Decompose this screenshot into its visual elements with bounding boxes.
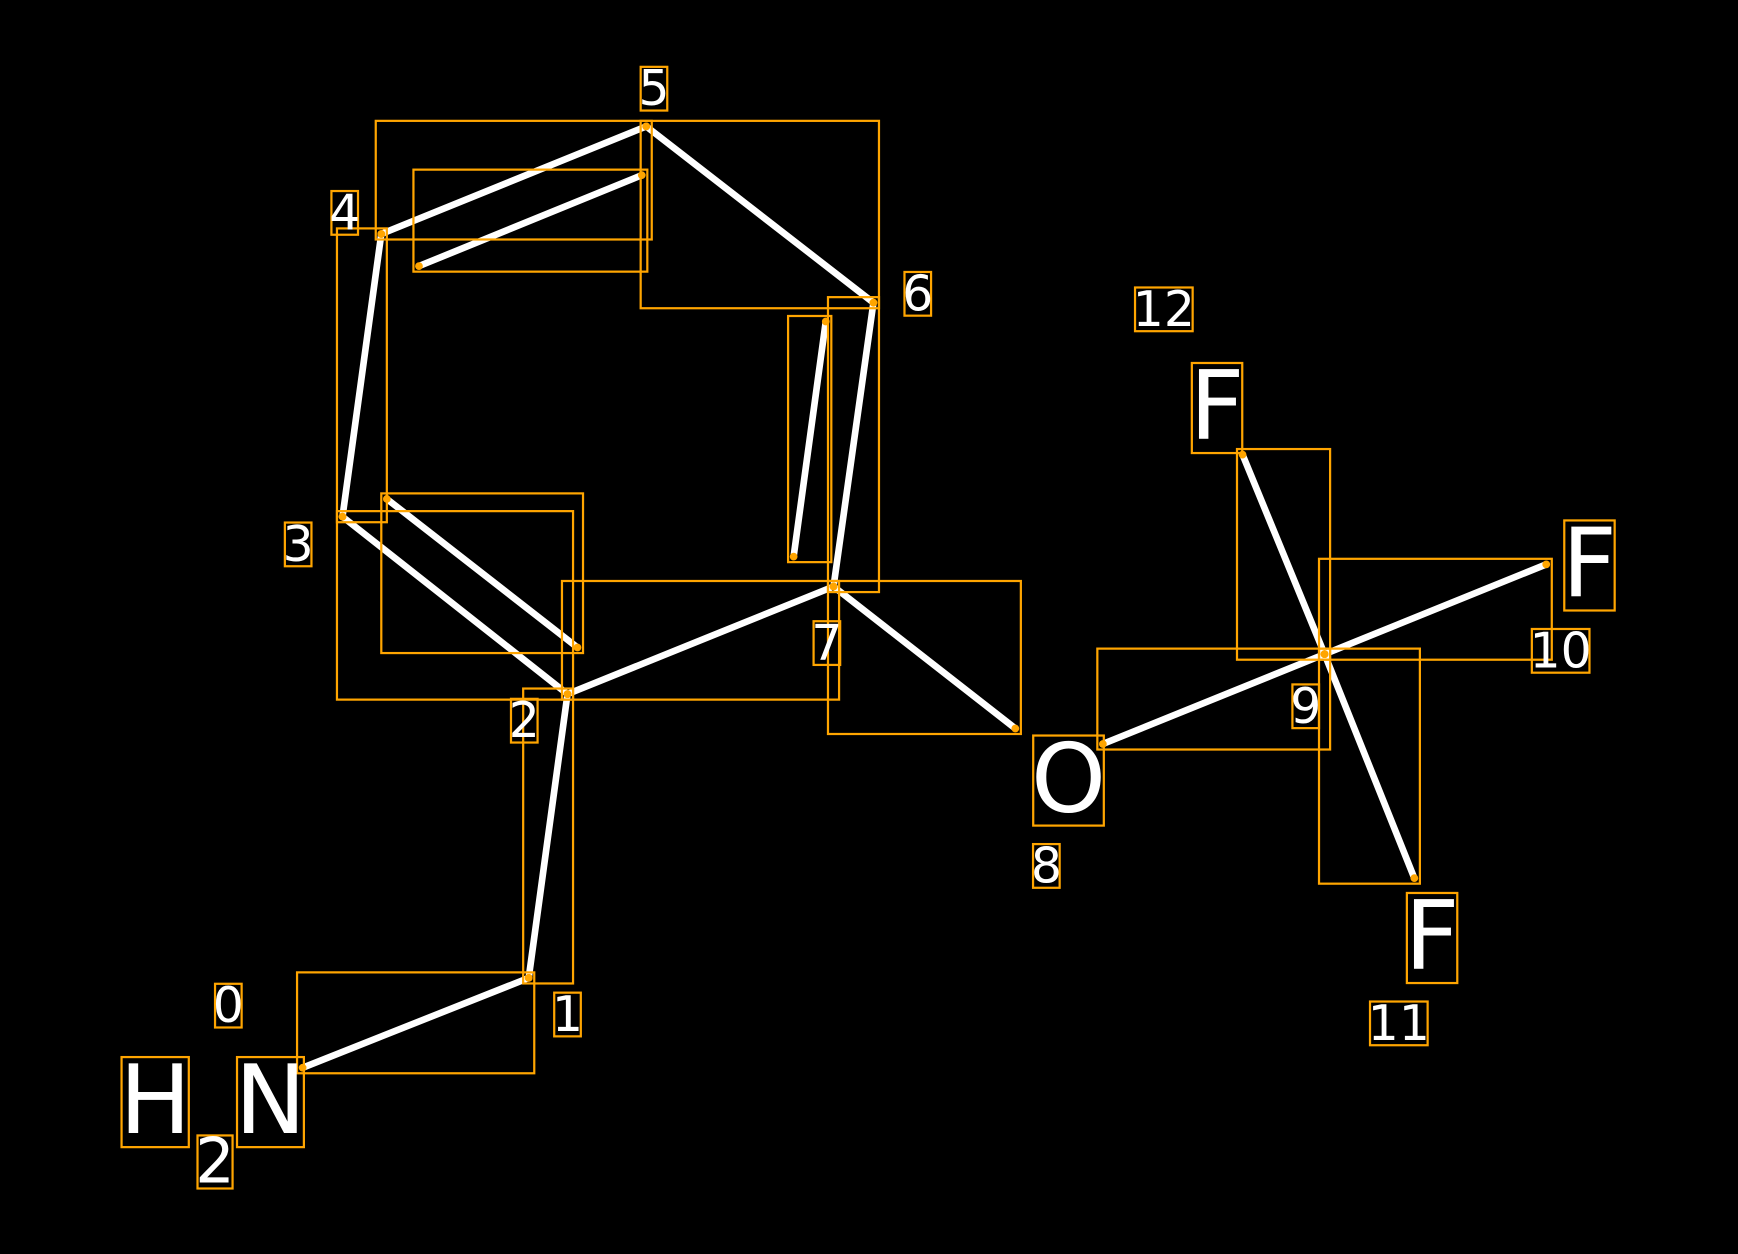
bond-bounding-box [1317, 557, 1553, 661]
bond-bounding-box [295, 971, 536, 1075]
bond-line [1239, 451, 1328, 658]
atom-index-12: 12 [1133, 281, 1195, 338]
atom-index-2: 2 [509, 692, 540, 749]
bond-bounding-box [639, 119, 881, 310]
atom-index-9: 9 [1290, 678, 1321, 735]
atom-index-5: 5 [638, 60, 669, 117]
label-bounding-box [1190, 361, 1244, 455]
bond-line [377, 123, 650, 238]
bond-endpoint [642, 122, 651, 131]
label-bounding-box [1032, 734, 1105, 827]
bond-endpoint [563, 690, 572, 698]
bond-line [339, 230, 385, 521]
atom-label-o: O [1031, 724, 1106, 834]
bond-bounding-box [335, 227, 388, 524]
bond-endpoint [829, 582, 838, 591]
bond-line [790, 318, 830, 560]
bond-line [1099, 650, 1328, 748]
label-bounding-box [509, 697, 539, 744]
bond-line [415, 171, 646, 270]
bond-endpoint [869, 298, 878, 307]
bond-bounding-box [1317, 647, 1421, 885]
bond-endpoint [415, 262, 423, 270]
bond-endpoint [377, 230, 386, 238]
label-bounding-box [639, 65, 669, 112]
label-bounding-box [1563, 519, 1616, 612]
bond-endpoint [573, 643, 582, 652]
bond-line [564, 583, 837, 698]
bond-bounding-box [1096, 647, 1332, 751]
bond-endpoint [338, 512, 347, 521]
label-bounding-box [120, 1055, 190, 1149]
label-bounding-box [196, 1134, 234, 1190]
bond-bounding-box [826, 296, 881, 594]
bond-bounding-box [412, 168, 649, 273]
atom-label-n: N [235, 1046, 306, 1156]
bonds [299, 123, 1550, 1072]
bond-bounding-box [335, 510, 575, 701]
label-bounding-box [1031, 842, 1061, 889]
label-bounding-box [213, 982, 243, 1029]
label-bounding-box [903, 270, 933, 317]
bond-endpoint [789, 552, 798, 561]
atom-label-f10: F [1562, 509, 1617, 619]
atom-label-f11: F [1405, 882, 1460, 992]
atom-label-h: H [119, 1046, 191, 1156]
label-bounding-box [1405, 891, 1459, 985]
label-bounding-box [1133, 286, 1194, 333]
atom-index-4: 4 [329, 184, 360, 241]
atom-index-1: 1 [552, 986, 583, 1043]
bond-line [525, 690, 571, 982]
bond-line [830, 299, 877, 590]
label-bounding-box [553, 991, 582, 1038]
bond-endpoint [1320, 650, 1329, 659]
bond-line [1321, 650, 1418, 882]
bond-line [1321, 561, 1550, 658]
bond-endpoint [1410, 874, 1419, 883]
bond-bounding-box [786, 314, 833, 564]
label-bounding-box [1530, 627, 1591, 674]
atom-index-3: 3 [283, 516, 314, 573]
label-bounding-box [1368, 1000, 1429, 1047]
bond-endpoint [1542, 560, 1551, 569]
bond-bounding-box [1235, 447, 1332, 661]
atom-index-10: 10 [1530, 622, 1592, 679]
bond-bounding-box [826, 579, 1022, 736]
atom-index-8: 8 [1031, 837, 1062, 894]
bond-bounding-box [374, 119, 653, 241]
label-bounding-box [235, 1055, 305, 1149]
bond-bounding-box [522, 687, 575, 985]
bond-endpoint [524, 974, 533, 982]
bond-line [830, 583, 1019, 732]
label-bounding-box [330, 189, 360, 236]
bond-line [642, 123, 877, 307]
bond-bounding-box [380, 492, 585, 655]
atom-index-6: 6 [902, 265, 933, 322]
bond-line [339, 513, 571, 698]
atom-label-f12: F [1190, 352, 1245, 462]
label-bounding-box [1291, 683, 1321, 730]
label-bounding-box [812, 620, 842, 667]
bond-endpoint [821, 317, 830, 326]
atom-label-h-count: 2 [195, 1124, 234, 1197]
atom-index-0: 0 [213, 977, 244, 1034]
bond-endpoint [1011, 724, 1020, 733]
bond-line [383, 495, 581, 651]
bond-line [299, 974, 533, 1072]
label-bounding-box [283, 521, 313, 568]
atom-index-11: 11 [1368, 995, 1430, 1052]
bounding-boxes [120, 65, 1616, 1190]
atom-index-7: 7 [811, 615, 842, 672]
